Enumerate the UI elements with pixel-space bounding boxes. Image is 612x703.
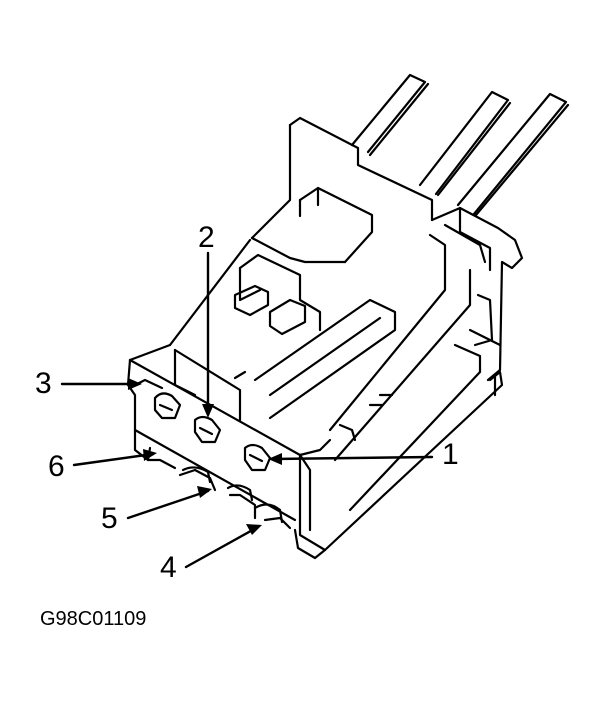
callout-4: 4 — [160, 551, 177, 584]
wire-bundle — [350, 73, 570, 217]
arrowheads — [128, 378, 282, 535]
connector-housing — [126, 116, 524, 560]
callout-5: 5 — [101, 502, 118, 535]
callout-1: 1 — [442, 438, 459, 471]
leader-lines — [60, 251, 434, 569]
callout-2: 2 — [198, 221, 215, 254]
terminal-cavities — [153, 392, 284, 524]
figure-id-label: G98C01109 — [40, 608, 147, 630]
callout-3: 3 — [35, 367, 52, 400]
callout-6: 6 — [48, 450, 65, 483]
